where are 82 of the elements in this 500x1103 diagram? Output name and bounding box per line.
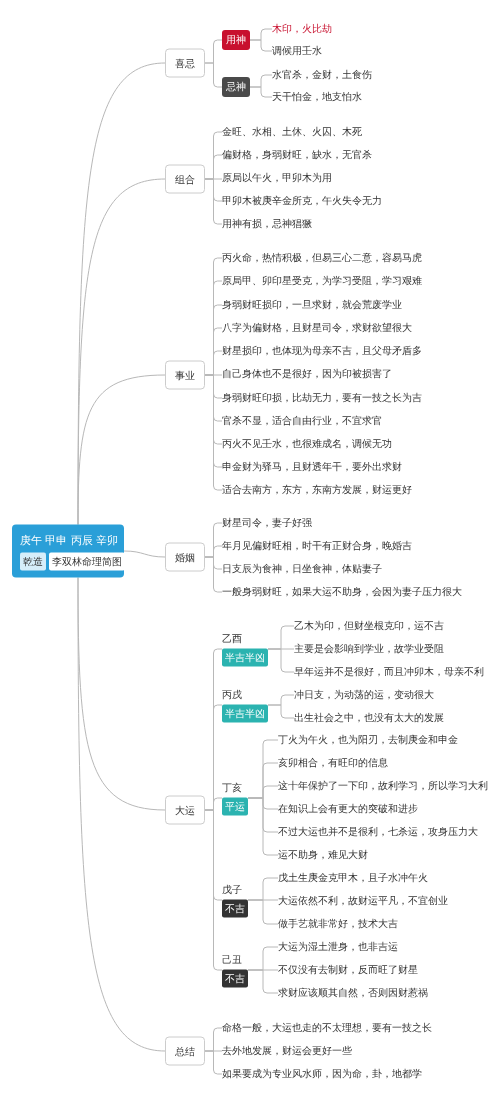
note-text: 甲卯木被庚辛金所克，午火失令无力 [222,193,382,209]
note-text: 主要是会影响到学业，故学业受阻 [294,641,444,657]
period-text: 丙戌 [222,687,242,702]
rating-badge: 不吉 [222,899,248,918]
connector-line [247,797,279,856]
note-text: 原局以午火，甲卯木为用 [222,170,332,186]
rating-badge: 半吉半凶 [222,648,268,667]
note-text: 身弱财旺印损，比劫无力，要有一技之长为吉 [222,390,422,406]
note-text: 丁火为午火，也为阳刃，去制庚金和申金 [278,732,458,748]
connector-line [77,374,166,525]
note-text: 出生社会之中，也没有太大的发展 [294,710,444,726]
connector-line [204,556,223,593]
note-text: 用神有损，忌神猖獗 [222,216,312,232]
tag-badge: 忌神 [222,77,250,97]
title-text: 庚午 甲申 丙辰 辛卯 [20,532,116,548]
rating-badge: 半吉半凶 [222,704,268,723]
note-text: 申金财为驿马，且财透年干，要外出求财 [222,459,402,475]
tag-badge: 李双林命理简图 [49,552,125,571]
connector-line [204,809,223,971]
connector-line [249,86,273,98]
connector-line [247,899,279,925]
period-text: 己丑 [222,952,242,967]
rating-badge: 不吉 [222,969,248,988]
note-text: 早年运并不是很好，而且冲卯木，母亲不利 [294,664,484,680]
note-text: 官杀不显，适合自由行业，不宜求官 [222,413,382,429]
note-text: 求财应该顺其自然，否则因财惹祸 [278,985,428,1001]
note-text: 自己身体也不是很好，因为印被损害了 [222,366,392,382]
note-text: 水官杀，金财，土食伤 [272,67,372,83]
note-text: 大运依然不利，故财运平凡，不宜创业 [278,893,448,909]
note-text: 财星司令，妻子好强 [222,515,312,531]
note-text: 不仅没有去制财，反而旺了财星 [278,962,418,978]
note-text: 命格一般，大运也走的不太理想，要有一技之长 [222,1020,432,1036]
connector-line [204,178,223,225]
connector-line [267,704,295,719]
note-text: 冲日支，为动荡的运，变动很大 [294,687,434,703]
note-text: 大运为湿土泄身，也非吉运 [278,939,398,955]
note-text: 不过大运也并不是很利，七杀运，攻身压力大 [278,824,478,840]
connector-line [123,550,166,558]
note-text: 运不助身，难见大财 [278,847,368,863]
note-text: 调候用壬水 [272,43,322,59]
topic-box: 大运 [165,795,205,825]
note-text: 年月见偏财旺相，时干有正财合身，晚婚吉 [222,538,412,554]
note-text: 乙木为印，但财坐根克印，运不吉 [294,618,444,634]
topic-box: 事业 [165,360,205,390]
note-text: 这十年保护了一下印，故利学习，所以学习大利 [278,778,488,794]
connector-line [267,648,295,673]
note-text: 木印，火比劫 [272,21,332,37]
rating-badge: 平运 [222,797,248,816]
note-text: 去外地发展，财运会更好一些 [222,1043,352,1059]
note-text: 偏财格，身弱财旺，缺水，无官杀 [222,147,372,163]
connector-line [77,577,166,1052]
connector-line [204,62,223,88]
note-text: 金旺、水相、土休、火囚、木死 [222,124,362,140]
note-text: 丙火不见壬水，也很难成名，调候无功 [222,436,392,452]
note-text: 如果要成为专业风水师，因为命，卦，地都学 [222,1066,422,1082]
topic-box: 组合 [165,164,205,194]
note-text: 天干怕金，地支怕水 [272,89,362,105]
connector-line [204,374,223,491]
note-text: 戊土生庚金克甲木，且子水冲午火 [278,870,428,886]
note-text: 一般身弱财旺，如果大运不助身，会因为妻子压力很大 [222,584,462,600]
note-text: 八字为偏财格，且财星司令，求财欲望很大 [222,320,412,336]
period-text: 乙酉 [222,631,242,646]
note-text: 亥卯相合，有旺印的信息 [278,755,388,771]
tag-badge: 用神 [222,30,250,50]
connector-line [247,969,279,994]
note-text: 日支辰为食神，日坐食神，体贴妻子 [222,561,382,577]
topic-box: 喜忌 [165,48,205,78]
note-text: 丙火命，热情积极，但易三心二意，容易马虎 [222,250,422,266]
topic-box: 总结 [165,1036,205,1066]
note-text: 适合去南方，东方，东南方发展，财运更好 [222,482,412,498]
connector-line [249,39,273,52]
period-text: 丁亥 [222,780,242,795]
topic-box: 婚姻 [165,542,205,572]
topic-card [12,524,124,578]
note-text: 财星损印，也体现为母亲不吉，且父母矛盾多 [222,343,422,359]
note-text: 在知识上会有更大的突破和进步 [278,801,418,817]
note-text: 身弱财旺损印，一旦求财，就会荒废学业 [222,297,402,313]
connector-line [204,1050,223,1075]
note-text: 原局甲、卯印星受克，为学习受阻，学习艰难 [222,273,422,289]
tag-badge: 乾造 [20,552,46,571]
note-text: 做手艺就非常好，技术大吉 [278,916,398,932]
period-text: 戊子 [222,882,242,897]
